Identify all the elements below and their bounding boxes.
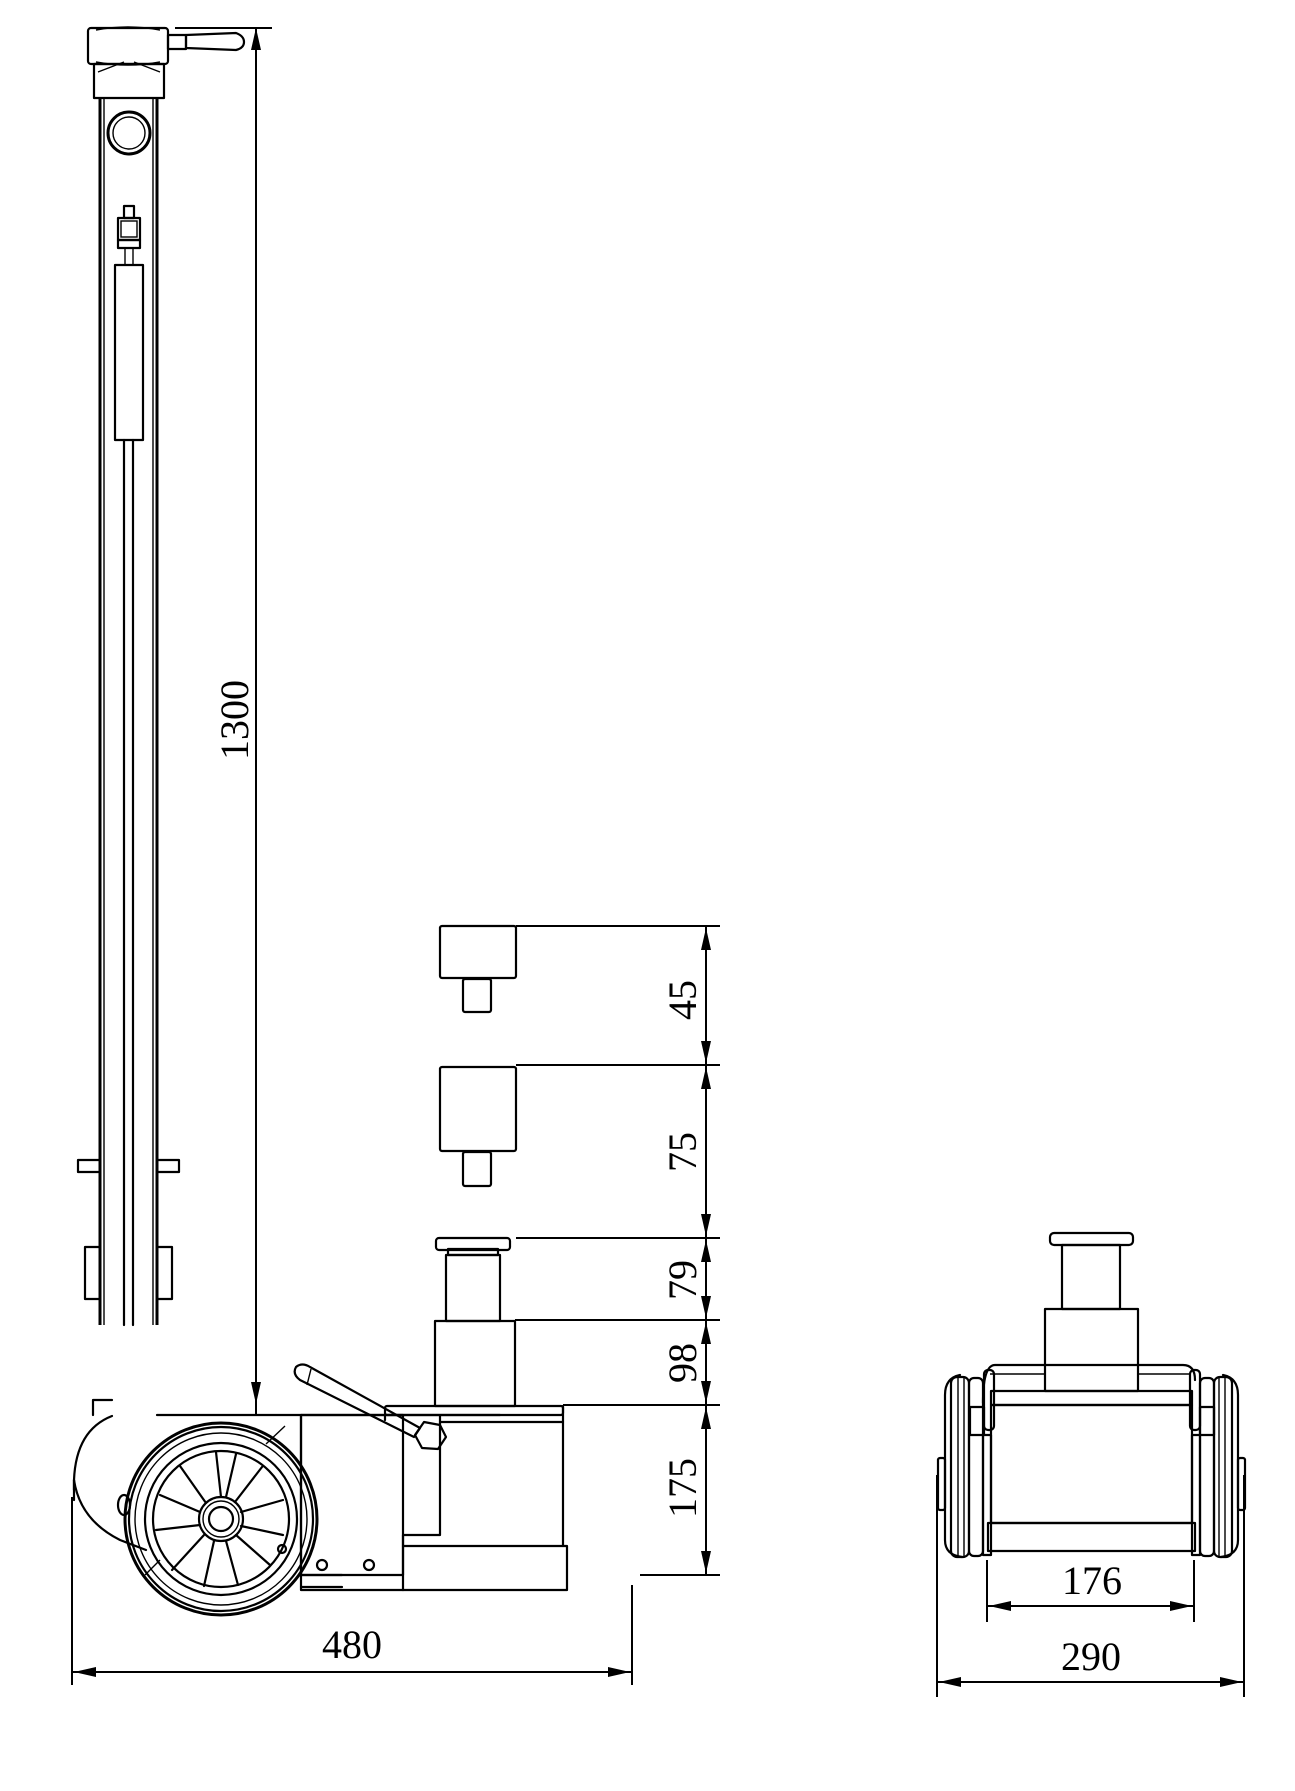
dimension-overall-height: 1300 <box>175 27 272 1415</box>
valve-head <box>86 26 246 100</box>
dim-label-175: 175 <box>660 1458 705 1518</box>
extension-45 <box>438 924 518 1014</box>
handle-tube <box>76 98 181 1327</box>
dimension-overall-width: 290 <box>936 1475 1245 1697</box>
dim-label-75: 75 <box>660 1132 705 1172</box>
jack-body <box>155 1236 569 1592</box>
dim-label-480: 480 <box>322 1622 382 1667</box>
dim-label-1300: 1300 <box>212 680 257 760</box>
front-view: 176 290 <box>936 1231 1247 1697</box>
side-view: 1300 45 75 79 98 175 <box>71 26 720 1685</box>
dim-label-79: 79 <box>660 1260 705 1300</box>
dim-label-176: 176 <box>1062 1558 1122 1603</box>
dim-label-98: 98 <box>660 1343 705 1383</box>
dimension-overall-length: 480 <box>71 1497 633 1685</box>
dim-label-45: 45 <box>660 980 705 1020</box>
extension-75 <box>438 1065 518 1188</box>
wheel <box>123 1421 319 1617</box>
dimension-stack: 45 75 79 98 175 <box>515 925 720 1576</box>
rear-housing <box>72 1398 148 1552</box>
dimension-inner-width: 176 <box>986 1558 1195 1622</box>
dim-label-290: 290 <box>1061 1634 1121 1679</box>
